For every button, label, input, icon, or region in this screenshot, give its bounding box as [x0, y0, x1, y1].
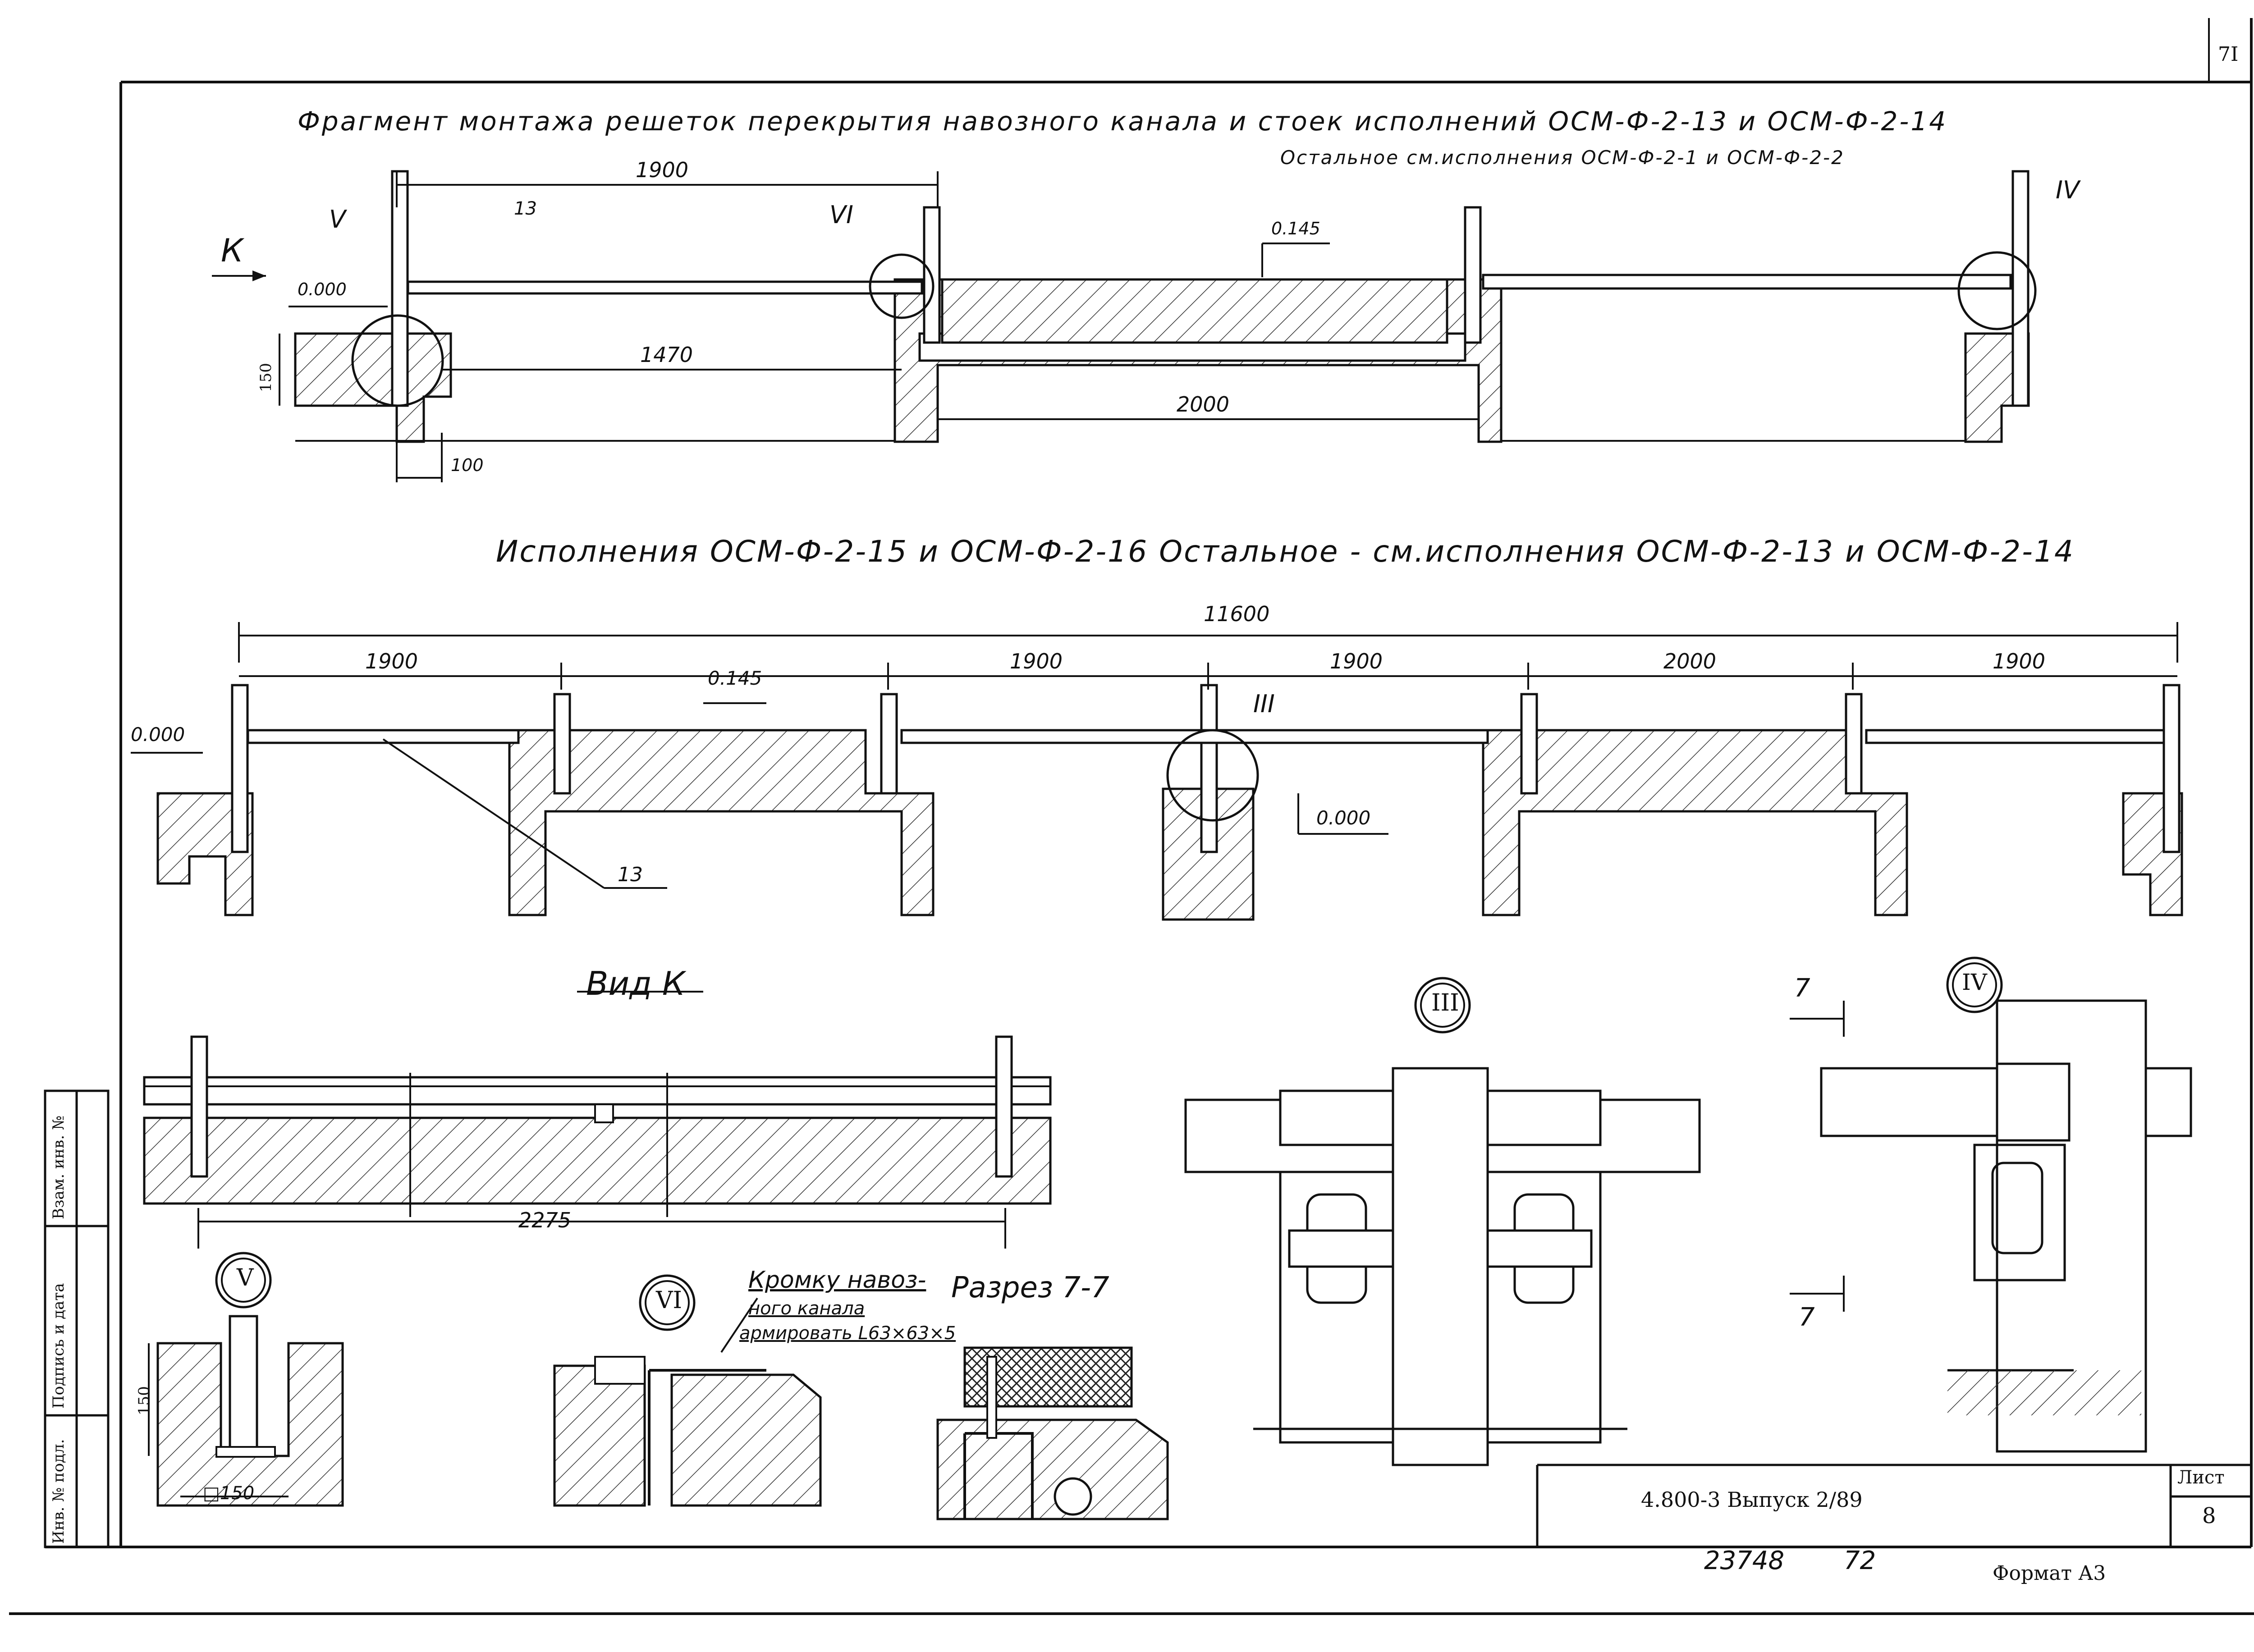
node-vi-ref: VI — [829, 201, 853, 229]
post — [1200, 684, 1218, 853]
dim-150-node5: 150 — [135, 1386, 153, 1415]
post — [1845, 693, 1863, 795]
section-middle — [131, 622, 2183, 921]
node-iv-label: IV — [1962, 969, 1987, 995]
elevation-zero-mid: 0.000 — [131, 723, 185, 746]
post — [231, 684, 249, 853]
stamp-doc: 4.800-3 Выпуск 2/89 — [1641, 1487, 1863, 1512]
dim-1900-a: 1900 — [365, 649, 418, 673]
dim-sq150: □150 — [203, 1483, 255, 1504]
footer-inv: 23748 — [1704, 1546, 1785, 1575]
note-edge-line-3: армировать L63×63×5 — [739, 1323, 956, 1344]
dim-2275: 2275 — [518, 1208, 572, 1232]
floor-grate — [1482, 274, 2012, 290]
note-edge-line-1: Кромку навоз- — [748, 1267, 926, 1294]
section-top — [212, 170, 2037, 482]
stamp-sheet-label: Лист — [2177, 1467, 2225, 1488]
dim-2000-mid: 2000 — [1663, 649, 1717, 673]
post — [190, 1035, 208, 1178]
node-iii-ref: III — [1253, 690, 1275, 718]
post — [880, 693, 898, 795]
elevation-zero-top: 0.000 — [298, 279, 347, 299]
part-13-mid: 13 — [618, 863, 643, 886]
floor-grate — [900, 729, 1489, 744]
section-7-7 — [936, 1346, 1169, 1520]
floor-grate — [1865, 729, 2165, 744]
detail-circle-iii — [1166, 729, 1259, 822]
dim-1900-top: 1900 — [636, 158, 689, 182]
node-vi — [553, 1274, 822, 1507]
view-k-title: Вид К — [586, 965, 685, 1002]
stamp-frame — [1536, 1464, 2251, 1547]
concrete-slab-a — [508, 729, 935, 916]
sheet-frame — [9, 18, 2254, 1615]
side-table-frame — [44, 1089, 110, 1548]
section-2-title: Исполнения ОСМ-Ф-2-15 и ОСМ-Ф-2-16 Остал… — [496, 534, 2075, 569]
dim-1900-e: 1900 — [1993, 649, 2046, 673]
dim-1470-top: 1470 — [640, 343, 693, 367]
node-iii-label: III — [1431, 989, 1459, 1016]
node-iv-ref: IV — [2056, 176, 2080, 204]
post — [995, 1035, 1013, 1178]
cut-7-bottom: 7 — [1799, 1303, 1815, 1332]
detail-circle-iv — [1957, 251, 2037, 330]
dim-1900-c: 1900 — [1330, 649, 1383, 673]
side-table-inv: Инв. № подл. — [50, 1439, 68, 1544]
post — [2162, 684, 2181, 853]
node-v — [148, 1252, 344, 1507]
detail-circle-vi — [869, 253, 935, 319]
side-table-sign: Подпись и дата — [50, 1283, 68, 1409]
floor-grate — [247, 729, 520, 744]
dim-100-top: 100 — [451, 455, 484, 475]
floor-grate — [407, 280, 923, 295]
node-vi-label: VI — [656, 1287, 683, 1314]
footer-format: Формат А3 — [1993, 1562, 2106, 1585]
concrete-left-pit — [156, 792, 254, 916]
post — [1520, 693, 1538, 795]
view-k — [143, 991, 1052, 1249]
node-iii — [1184, 977, 1701, 1466]
dim-150-top: 150 — [257, 363, 275, 392]
page-number: 7I — [2218, 43, 2239, 66]
title-line-2: Остальное см.исполнения ОСМ-Ф-2-1 и ОСМ-… — [1280, 146, 1845, 169]
dim-1900-b: 1900 — [1010, 649, 1063, 673]
section-7-7-title: Разрез 7-7 — [951, 1271, 1109, 1304]
side-table-replace: Взам. инв. № — [50, 1115, 68, 1219]
post — [1464, 206, 1482, 344]
node-iv — [1790, 956, 2192, 1453]
concrete-block-left — [294, 332, 452, 443]
elevation-top-mid: 0.145 — [708, 667, 762, 689]
arrow-k-label: К — [221, 232, 243, 269]
detail-circle-v — [351, 314, 444, 407]
concrete-slab-b — [1482, 729, 1908, 916]
stamp-sheet-number: 8 — [2202, 1503, 2216, 1528]
post — [2011, 170, 2030, 407]
elevation-top-top: 0.145 — [1271, 219, 1320, 238]
footer-num: 72 — [1844, 1546, 1876, 1575]
post — [553, 693, 571, 795]
dim-2000-top: 2000 — [1177, 392, 1230, 416]
post — [391, 170, 409, 407]
title-line-1: Фрагмент монтажа решеток перекрытия наво… — [298, 106, 1948, 137]
dim-11600: 11600 — [1204, 602, 1270, 626]
note-edge-line-2: ного канала — [748, 1298, 865, 1319]
node-v-label: V — [237, 1264, 254, 1291]
cut-7-top: 7 — [1794, 974, 1810, 1003]
node-v-ref: V — [329, 205, 346, 233]
part-13-top: 13 — [514, 198, 537, 219]
elevation-zero-mid2: 0.000 — [1316, 807, 1371, 829]
